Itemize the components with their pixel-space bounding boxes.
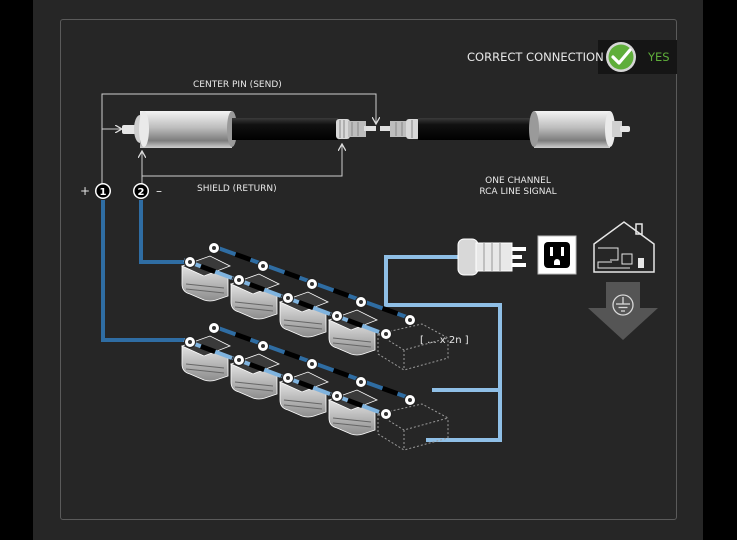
channel-label-line2: RCA LINE SIGNAL	[479, 187, 556, 197]
chain-link-pos-row1-1-shrink	[234, 251, 252, 263]
ground-icon	[588, 282, 658, 340]
center-pin-lines	[101, 93, 376, 185]
chain-link-neg-row2-3-shrink	[297, 379, 315, 391]
module-row2-5	[376, 403, 450, 451]
check-circle-icon	[606, 42, 636, 72]
wall-outlet-icon	[537, 235, 577, 275]
diagram-panel	[33, 0, 703, 540]
chain-link-pos-row2-3-shrink	[332, 367, 350, 379]
terminal-2-marker: 2	[133, 183, 149, 199]
terminal-row2-4-b	[331, 390, 343, 402]
chain-link-neg-row1-1-shrink	[199, 263, 217, 275]
cable-left	[232, 118, 338, 140]
cable-strip-left	[336, 119, 376, 139]
cable-right	[418, 118, 534, 140]
chain-link-neg-row2-1-shrink	[199, 343, 217, 355]
badge-text: CORRECT CONNECTION	[467, 50, 604, 64]
chain-link-pos-row2-1-shrink	[234, 331, 252, 343]
chain-link-pos-row1-2-shrink	[283, 269, 301, 281]
diagram-frame	[60, 19, 677, 520]
positive-wire	[101, 200, 190, 342]
negative-wire	[139, 200, 188, 264]
chain-link-neg-row1-3-shrink	[297, 299, 315, 311]
terminal-row2-2-a	[257, 340, 269, 352]
correct-connection-badge: CORRECT CONNECTION YES	[467, 40, 677, 74]
chain-link-pos-row1-4-shrink	[381, 305, 399, 317]
module-row1-5	[376, 323, 450, 371]
shield-lines	[142, 145, 342, 185]
chain-link-neg-row2-4-shrink	[346, 397, 364, 409]
terminal-2-number: 2	[138, 187, 145, 198]
chain-link-neg-row1-2-shrink	[248, 281, 266, 293]
terminal-row1-4-b	[331, 310, 343, 322]
terminal-row1-3-b	[282, 292, 294, 304]
power-wire	[384, 255, 502, 442]
terminal-row1-5-a	[404, 314, 416, 326]
badge-status: YES	[647, 50, 670, 64]
terminal-1-marker: 1	[95, 183, 111, 199]
terminal-row1-3-a	[306, 278, 318, 290]
house-icon	[593, 221, 655, 273]
chain-link-neg-row1-4-shrink	[346, 317, 364, 329]
terminal-row2-1-a	[208, 322, 220, 334]
module-array	[180, 242, 450, 451]
terminal-row2-3-b	[282, 372, 294, 384]
terminal-row2-2-b	[233, 354, 245, 366]
terminal-row1-1-b	[184, 256, 196, 268]
minus-sign: –	[156, 184, 162, 198]
chain-link-neg-row2-2-shrink	[248, 361, 266, 373]
terminal-row2-5-b	[380, 408, 392, 420]
repeat-label: [ ... x 2n ]	[420, 335, 469, 346]
chain-link-pos-row1-3-shrink	[332, 287, 350, 299]
terminal-row1-2-b	[233, 274, 245, 286]
terminal-row1-2-a	[257, 260, 269, 272]
plus-sign: +	[80, 184, 90, 198]
terminal-row2-3-a	[306, 358, 318, 370]
cable-strip-right	[380, 119, 420, 139]
terminal-row2-4-a	[355, 376, 367, 388]
terminal-row1-5-b	[380, 328, 392, 340]
chain-link-pos-row2-4-shrink	[381, 385, 399, 397]
terminal-row2-5-a	[404, 394, 416, 406]
power-plug-icon	[457, 238, 526, 276]
channel-label-line1: ONE CHANNEL	[485, 176, 551, 186]
chain-link-pos-row2-2-shrink	[283, 349, 301, 361]
shield-label: SHIELD (RETURN)	[197, 184, 277, 194]
rca-plug-right	[529, 111, 630, 148]
terminal-row1-1-a	[208, 242, 220, 254]
terminal-row2-1-b	[184, 336, 196, 348]
terminal-row1-4-a	[355, 296, 367, 308]
center-pin-label: CENTER PIN (SEND)	[193, 80, 282, 90]
terminal-1-number: 1	[100, 187, 107, 198]
rca-plug-left	[122, 111, 237, 148]
